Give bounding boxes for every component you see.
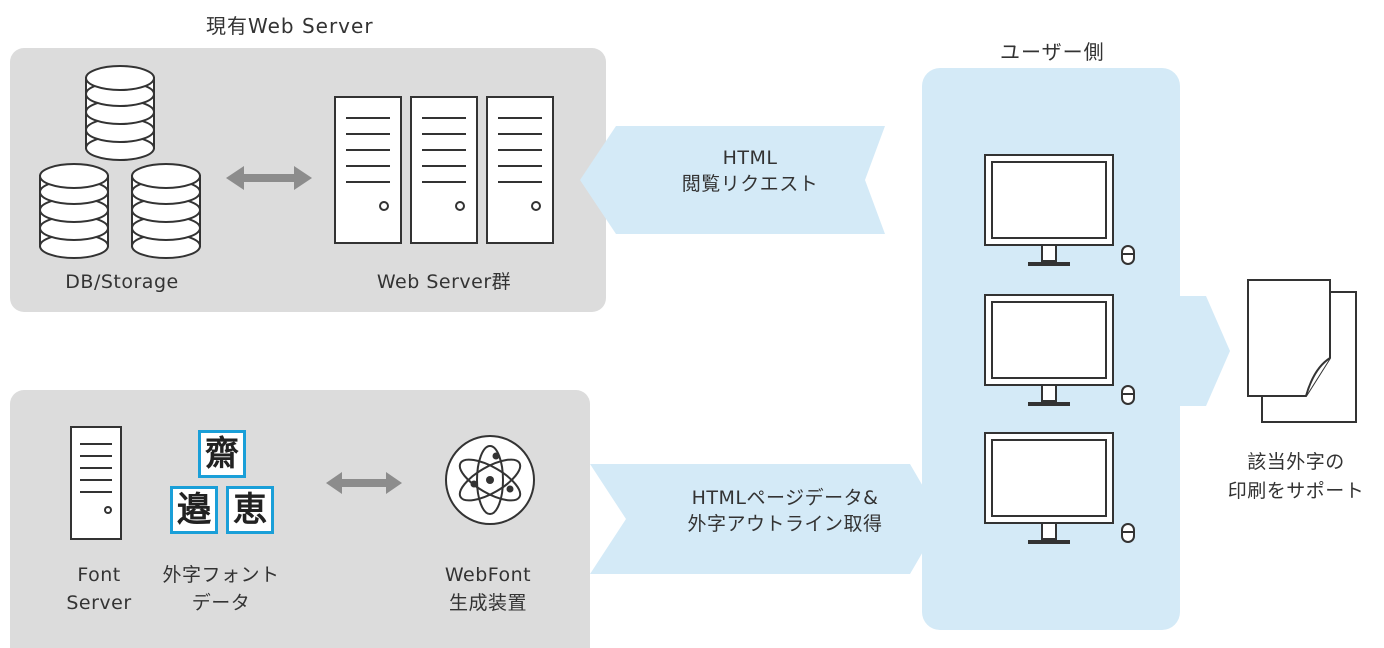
- bidirectional-arrow-icon: [226, 166, 312, 190]
- request-arrow: [580, 126, 885, 234]
- database-icon: [39, 163, 109, 259]
- request-arrow-label: HTML 閲覧リクエスト: [681, 147, 819, 195]
- gaiji-char-3: 恵: [226, 486, 274, 534]
- user-side-title: ユーザー側: [1000, 40, 1105, 64]
- database-icon: [85, 65, 155, 161]
- monitor-icon: [984, 432, 1135, 544]
- web-server-icon: [410, 96, 478, 244]
- monitor-icon: [984, 154, 1135, 266]
- gaiji-char-1: 齋: [198, 430, 246, 478]
- gaiji-char-2: 邉: [170, 486, 218, 534]
- print-arrow: [1178, 296, 1230, 406]
- web-server-icon: [334, 96, 402, 244]
- bidirectional-arrow-icon: [326, 472, 402, 494]
- atom-icon: [445, 435, 535, 525]
- database-icon: [131, 163, 201, 259]
- response-arrow: [590, 464, 942, 574]
- web-server-icon: [486, 96, 554, 244]
- monitor-icon: [984, 294, 1135, 406]
- db-storage-label: DB/Storage: [65, 271, 179, 293]
- webfont-generator-label: WebFont 生成装置: [444, 564, 532, 614]
- print-support-label: 該当外字の 印刷をサポート: [1227, 451, 1365, 503]
- existing-web-server-title: 現有Web Server: [206, 14, 374, 38]
- font-server-icon: [70, 426, 122, 540]
- gaiji-font-data-label: 外字フォント データ: [162, 564, 280, 614]
- web-server-group-label: Web Server群: [376, 271, 512, 293]
- font-server-label: Font Server: [66, 564, 132, 614]
- document-icon: [1247, 279, 1357, 423]
- response-arrow-label: HTMLページデータ& 外字アウトライン取得: [687, 487, 883, 535]
